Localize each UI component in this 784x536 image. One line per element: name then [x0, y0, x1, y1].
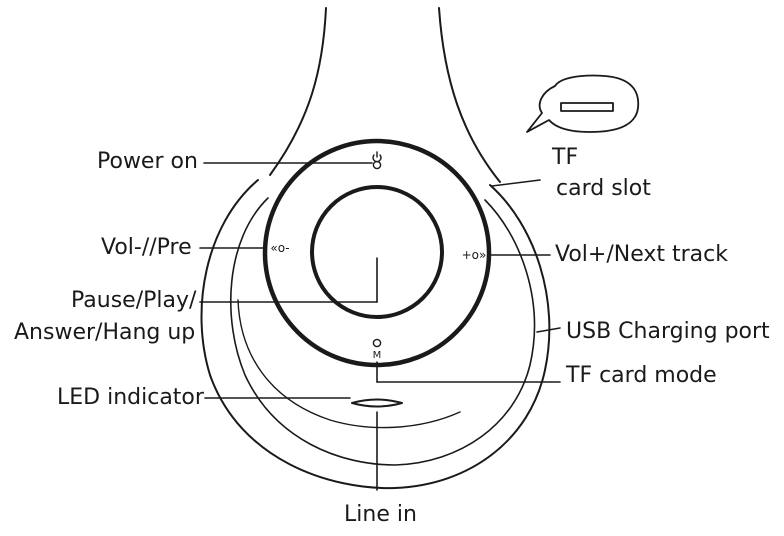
earcup-inner-ring	[237, 299, 461, 429]
label-vol-pre: Vol-//Pre	[101, 235, 192, 260]
label-card-slot: card slot	[556, 176, 651, 201]
control-plate	[262, 138, 492, 368]
leader-lines	[199, 162, 561, 491]
headband-outline-right	[438, 7, 501, 183]
vol-up-symbol: +o»	[462, 248, 487, 262]
label-answer-hang-up: Answer/Hang up	[14, 320, 196, 345]
label-usb-charging: USB Charging port	[566, 319, 770, 344]
label-tf: TF	[552, 145, 579, 170]
label-pause-play: Pause/Play/	[71, 288, 197, 313]
vol-down-symbol: «o-	[270, 241, 289, 255]
label-power-on: Power on	[97, 149, 198, 174]
earcup-cushion-ring	[229, 197, 536, 466]
mode-letter: M	[373, 350, 382, 361]
center-button	[310, 185, 444, 319]
power-icon	[372, 151, 382, 170]
headband-outline	[269, 7, 327, 176]
earcup-outer-shell	[200, 179, 551, 490]
label-tf-card-mode: TF card mode	[566, 363, 717, 388]
tf-slot-icon	[560, 102, 614, 112]
mode-button-dot	[372, 338, 382, 348]
led-indicator	[351, 398, 403, 408]
label-led-indicator: LED indicator	[57, 385, 204, 410]
label-line-in: Line in	[344, 502, 417, 527]
tf-slot-bubble	[526, 74, 640, 133]
label-vol-next: Vol+/Next track	[555, 242, 728, 267]
